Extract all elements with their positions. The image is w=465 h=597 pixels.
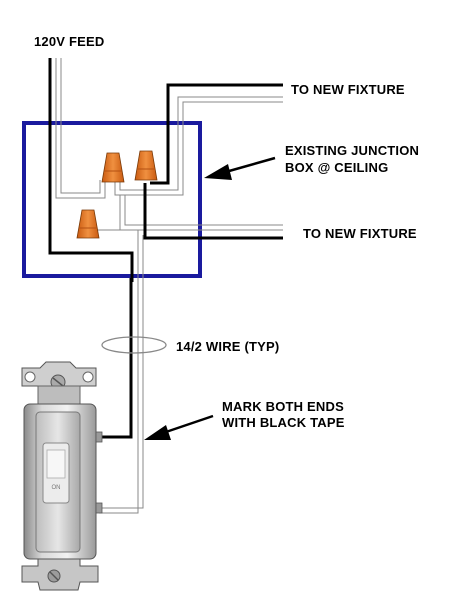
light-switch-icon [21,361,103,591]
switch-on-text: ON [52,485,61,491]
fixture-top-label: TO NEW FIXTURE [291,82,405,97]
wire-nut-icon [134,150,158,181]
mark-label-line2: WITH BLACK TAPE [222,415,345,430]
junction-box [22,121,202,278]
neutral-wires [55,58,283,514]
junction-label-line2: BOX @ CEILING [285,160,389,175]
wire-nut-icon [76,209,100,239]
feed-label: 120V FEED [34,34,105,49]
pointer-arrow-icon [204,156,276,180]
hot-wires [48,58,283,439]
wire-bundle-marker [101,336,167,354]
mark-label-line1: MARK BOTH ENDS [222,399,344,414]
wire-nut-icon [101,152,125,183]
wire-label: 14/2 WIRE (TYP) [176,339,280,354]
fixture-bottom-label: TO NEW FIXTURE [303,226,417,241]
pointer-arrow-icon [144,414,214,440]
junction-label-line1: EXISTING JUNCTION [285,143,420,158]
